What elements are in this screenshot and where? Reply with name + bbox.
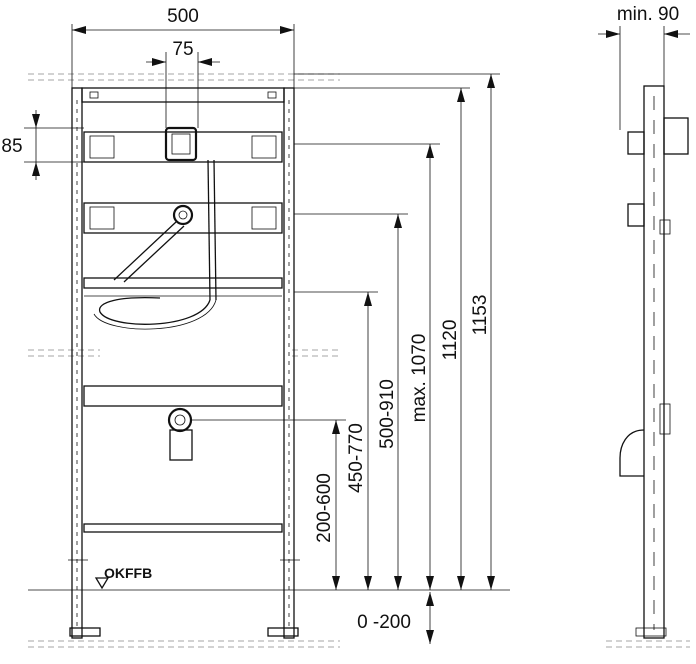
floor-level-text: OKFFB xyxy=(104,565,152,581)
height-dimension-lines xyxy=(332,74,495,644)
height-1153-text: 1153 xyxy=(470,295,491,336)
height-500-910-text: 500-910 xyxy=(377,379,398,449)
dimension-center-75: 75 xyxy=(146,39,220,128)
foot-adjust-text: 0 -200 xyxy=(357,612,411,633)
floor-hatching xyxy=(28,73,690,648)
height-1120-text: 1120 xyxy=(440,320,461,361)
height-200-600-text: 200-600 xyxy=(314,473,335,543)
center-spacing-text: 75 xyxy=(172,39,193,60)
width-total-text: 500 xyxy=(167,6,199,27)
frame-side-view xyxy=(619,85,689,639)
dimension-offset-85: 85 xyxy=(1,110,84,180)
side-depth-text: min. 90 xyxy=(617,4,679,25)
dimension-width-500: 500 xyxy=(71,6,295,88)
height-450-770-text: 450-770 xyxy=(346,423,367,493)
height-extension-lines xyxy=(192,73,500,421)
frame-front-view xyxy=(68,87,300,639)
offset-top-text: 85 xyxy=(1,136,22,157)
floor-level-marker: OKFFB xyxy=(94,565,152,590)
height-max-1070-text: max. 1070 xyxy=(409,334,430,423)
dimension-side-depth: min. 90 xyxy=(598,4,690,130)
